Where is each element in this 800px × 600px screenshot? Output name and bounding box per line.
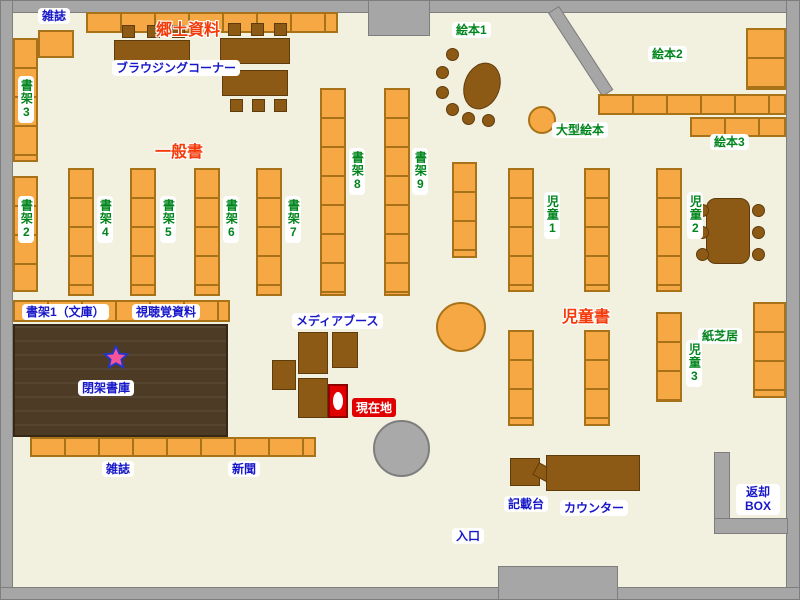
shelf-4 bbox=[68, 168, 94, 296]
round-table bbox=[436, 302, 486, 352]
label-ogata-ehon: 大型絵本 bbox=[552, 122, 609, 139]
shelf-kamishibai bbox=[753, 302, 786, 398]
chair bbox=[122, 25, 135, 38]
label-ehon1: 絵本1 bbox=[452, 22, 491, 39]
shelf-child-2 bbox=[656, 168, 682, 292]
closed-stacks-area bbox=[13, 324, 228, 437]
shelf-7 bbox=[256, 168, 282, 296]
chair bbox=[752, 204, 765, 217]
shelf-6 bbox=[194, 168, 220, 296]
media-booth-unit bbox=[298, 332, 328, 374]
shelf-9 bbox=[384, 88, 410, 296]
story-stool bbox=[436, 66, 449, 79]
chair bbox=[274, 23, 287, 36]
chair bbox=[274, 99, 287, 112]
label-kisaidai: 記載台 bbox=[504, 496, 549, 513]
media-booth-unit bbox=[272, 360, 296, 390]
wall-right bbox=[786, 0, 800, 600]
label-closed-stacks: 閉架書庫 bbox=[78, 380, 135, 397]
label-shelf8: 書架8 bbox=[349, 148, 366, 195]
label-ehon2: 絵本2 bbox=[648, 46, 687, 63]
chair bbox=[252, 99, 265, 112]
media-booth-unit bbox=[298, 378, 328, 418]
story-corner-table bbox=[456, 57, 508, 115]
wall-left bbox=[0, 0, 13, 600]
label-counter: カウンター bbox=[560, 500, 629, 517]
chair bbox=[228, 23, 241, 36]
label-browsing-corner: ブラウジングコーナー bbox=[112, 60, 241, 77]
shelf-top-right bbox=[746, 28, 786, 90]
shelf-mid-short bbox=[452, 162, 477, 258]
large-picturebook-stand bbox=[528, 106, 556, 134]
chair bbox=[147, 25, 160, 38]
shelf-child-4 bbox=[656, 312, 682, 402]
label-jido2: 児童2 bbox=[687, 192, 704, 239]
media-booth-unit bbox=[332, 332, 358, 368]
star-icon bbox=[102, 344, 130, 377]
chair bbox=[172, 25, 185, 38]
wall-diagonal bbox=[548, 5, 614, 97]
chair bbox=[251, 23, 264, 36]
wall-entrance-block bbox=[498, 566, 618, 600]
story-stool bbox=[462, 112, 475, 125]
shelf-magazine-top bbox=[38, 30, 74, 58]
chair bbox=[230, 99, 243, 112]
story-stool bbox=[482, 114, 495, 127]
current-location-booth bbox=[328, 384, 348, 418]
wall-bottom bbox=[0, 587, 800, 600]
label-av-materials: 視聴覚資料 bbox=[132, 304, 201, 321]
label-shelf6: 書架6 bbox=[223, 196, 240, 243]
label-ehon3: 絵本3 bbox=[710, 134, 749, 151]
label-shelf7: 書架7 bbox=[285, 196, 302, 243]
label-kamishibai: 紙芝居 bbox=[698, 328, 743, 345]
area-title-general-books: 一般書 bbox=[155, 144, 204, 161]
label-jido3: 児童3 bbox=[686, 340, 703, 387]
label-shelf4: 書架4 bbox=[97, 196, 114, 243]
story-stool bbox=[446, 103, 459, 116]
label-media-booth: メディアブース bbox=[292, 313, 383, 330]
area-title-local-materials: 郷土資料 bbox=[156, 22, 221, 39]
label-shelf1-bunko: 書架1（文庫） bbox=[22, 304, 109, 321]
story-stool bbox=[446, 48, 459, 61]
shelf-child-3a bbox=[508, 330, 534, 426]
shelf-magazine-newspaper bbox=[30, 437, 316, 457]
children-table bbox=[706, 198, 750, 264]
story-stool bbox=[436, 86, 449, 99]
label-entrance: 入口 bbox=[452, 528, 485, 545]
browsing-table-2 bbox=[220, 38, 290, 64]
chair bbox=[696, 248, 709, 261]
chair bbox=[752, 248, 765, 261]
label-magazine-top: 雑誌 bbox=[38, 8, 71, 25]
wall-top-pillar bbox=[368, 0, 430, 36]
label-shelf5: 書架5 bbox=[160, 196, 177, 243]
shelf-ehon2 bbox=[598, 94, 786, 115]
shelf-child-3b bbox=[584, 330, 610, 426]
shelf-child-1a bbox=[508, 168, 534, 292]
label-newspaper: 新聞 bbox=[228, 461, 261, 478]
current-location-marker bbox=[333, 392, 343, 410]
label-shelf9: 書架9 bbox=[412, 148, 429, 195]
label-jido1: 児童1 bbox=[544, 192, 561, 239]
counter-main bbox=[546, 455, 640, 491]
label-shelf3: 書架3 bbox=[18, 76, 35, 123]
wall-returnbox-horizontal bbox=[714, 518, 788, 534]
area-title-children-books: 児童書 bbox=[562, 309, 611, 326]
label-shelf2: 書架2 bbox=[18, 196, 35, 243]
label-magazine-bottom: 雑誌 bbox=[102, 461, 135, 478]
shelf-5 bbox=[130, 168, 156, 296]
chair bbox=[752, 226, 765, 239]
current-location-label: 現在地 bbox=[352, 398, 397, 417]
shelf-child-1b bbox=[584, 168, 610, 292]
column-pillar bbox=[373, 420, 430, 477]
shelf-8 bbox=[320, 88, 346, 296]
label-return-box: 返却BOX bbox=[736, 484, 780, 515]
